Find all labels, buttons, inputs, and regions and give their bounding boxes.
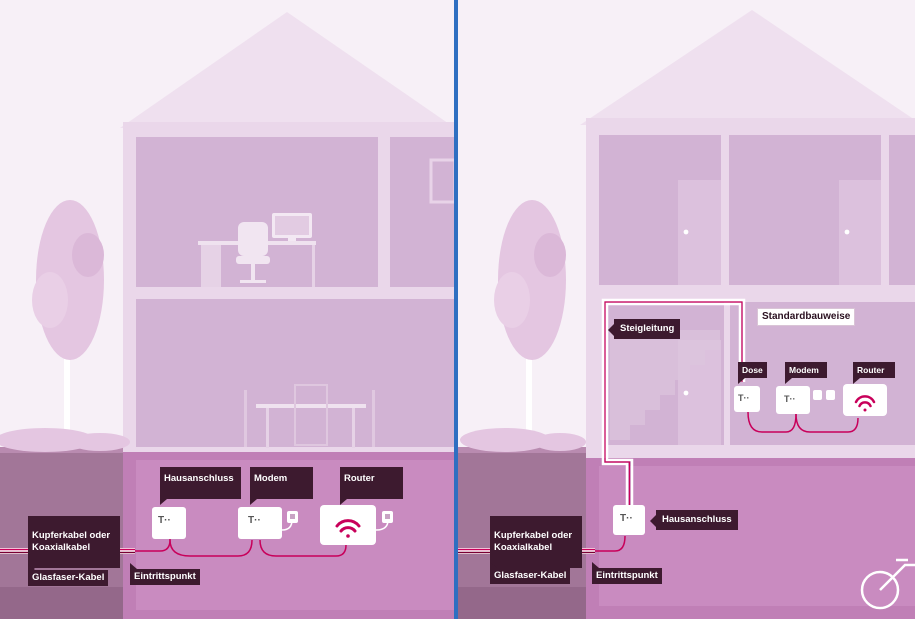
left-hausanschluss-device bbox=[152, 507, 186, 539]
right-label-modem: Modem bbox=[785, 362, 827, 384]
right-steigleitung-cable bbox=[601, 298, 746, 508]
right-router-device bbox=[843, 384, 887, 416]
left-label-eintrittspunkt: Eintrittspunkt bbox=[130, 563, 200, 585]
left-label-router-text: Router bbox=[344, 473, 375, 484]
right-hausanschluss-device bbox=[613, 505, 645, 535]
right-label-glasfaser-text: Glasfaser-Kabel bbox=[494, 570, 567, 581]
left-modem-logo: T·· bbox=[248, 515, 261, 526]
right-label-hausanschluss-text: Hausanschluss bbox=[662, 514, 732, 525]
right-label-router-pointer bbox=[853, 378, 860, 384]
right-label-eintrittspunkt-pointer bbox=[592, 562, 599, 568]
right-dose-logo: T·· bbox=[738, 393, 750, 403]
left-label-glasfaser-pointer bbox=[28, 564, 35, 570]
right-dose-device bbox=[734, 386, 760, 412]
right-label-modem-text: Modem bbox=[789, 365, 819, 375]
panel-divider bbox=[454, 0, 458, 619]
right-router-wifi-icon bbox=[854, 395, 876, 412]
left-label-hausanschluss: Hausanschluss bbox=[160, 467, 241, 505]
left-label-modem-text: Modem bbox=[254, 473, 288, 484]
right-label-dose-pointer bbox=[738, 378, 745, 384]
right-label-glasfaser-pointer bbox=[490, 562, 497, 568]
right-label-glasfaser: Glasfaser-Kabel bbox=[490, 562, 571, 584]
right-label-eintrittspunkt: Eintrittspunkt bbox=[592, 562, 662, 584]
left-label-modem: Modem bbox=[250, 467, 313, 505]
right-modem-logo: T·· bbox=[784, 394, 796, 404]
left-label-hausanschluss-pointer bbox=[160, 499, 167, 505]
right-label-standardbauweise: Standardbauweise bbox=[757, 308, 856, 326]
right-label-standardbauweise-text: Standardbauweise bbox=[762, 311, 851, 322]
right-label-steigleitung-pointer bbox=[608, 324, 614, 336]
right-modem-device bbox=[776, 386, 835, 414]
left-hausanschluss-logo: T·· bbox=[158, 515, 171, 526]
left-router-device bbox=[320, 505, 393, 545]
right-label-eintrittspunkt-text: Eintrittspunkt bbox=[596, 570, 658, 581]
right-label-steigleitung-text: Steigleitung bbox=[620, 323, 675, 334]
left-label-glasfaser-text: Glasfaser-Kabel bbox=[32, 572, 105, 583]
left-label-modem-pointer bbox=[250, 499, 257, 505]
right-label-modem-pointer bbox=[785, 378, 792, 384]
left-label-kupferkabel-text: Kupferkabel oder Koaxialkabel bbox=[32, 530, 111, 553]
right-label-kupferkabel-text: Kupferkabel oder Koaxialkabel bbox=[494, 530, 573, 553]
left-label-eintrittspunkt-pointer bbox=[130, 563, 137, 569]
right-label-dose-text: Dose bbox=[742, 365, 763, 375]
right-steigleitung-inner bbox=[604, 301, 743, 508]
bicycle-icon bbox=[860, 558, 915, 610]
right-label-dose: Dose bbox=[738, 362, 767, 384]
left-tree-icon bbox=[0, 200, 130, 452]
left-label-router: Router bbox=[340, 467, 403, 505]
right-label-steigleitung: Steigleitung bbox=[608, 319, 681, 339]
right-label-hausanschluss: Hausanschluss bbox=[650, 510, 738, 530]
left-modem-device bbox=[238, 507, 298, 539]
right-tree-icon bbox=[460, 200, 586, 452]
left-label-hausanschluss-text: Hausanschluss bbox=[164, 473, 234, 484]
right-label-router-text: Router bbox=[857, 365, 885, 375]
left-label-glasfaser: Glasfaser-Kabel bbox=[28, 564, 109, 586]
left-label-kupferkabel: Kupferkabel oder Koaxialkabel bbox=[28, 516, 120, 574]
right-hausanschluss-logo: T·· bbox=[620, 513, 633, 524]
right-label-router: Router bbox=[853, 362, 895, 384]
left-label-router-pointer bbox=[340, 499, 347, 505]
left-label-eintrittspunkt-text: Eintrittspunkt bbox=[134, 571, 196, 582]
right-label-kupferkabel: Kupferkabel oder Koaxialkabel bbox=[490, 516, 582, 574]
left-router-wifi-icon bbox=[335, 519, 361, 538]
right-label-hausanschluss-pointer bbox=[650, 515, 656, 527]
right-house bbox=[458, 10, 915, 619]
